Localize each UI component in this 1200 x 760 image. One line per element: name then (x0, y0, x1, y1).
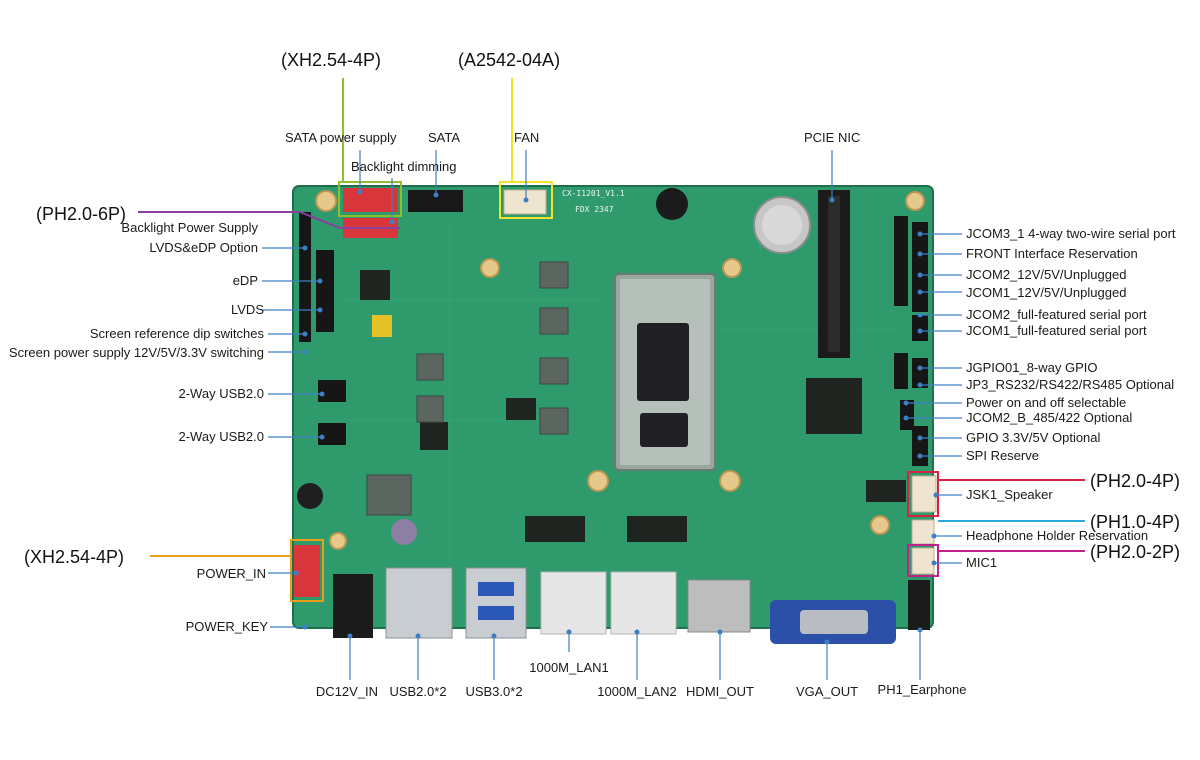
lan1-port (540, 571, 607, 635)
tag-fan: (A2542-04A) (458, 50, 560, 70)
capacitor-black (297, 483, 323, 509)
label-backlight-dimming: Backlight dimming (351, 159, 457, 174)
mounting-holes (315, 190, 925, 550)
label-jcom2b: JCOM2_B_485/422 Optional (966, 410, 1132, 425)
label-jcom3: JCOM3_1 4-way two-wire serial port (966, 226, 1176, 241)
label-earphone: PH1_Earphone (878, 682, 967, 697)
label-jcom2-full: JCOM2_full-featured serial port (966, 307, 1147, 322)
label-power-sel: Power on and off selectable (966, 395, 1126, 410)
label-lan1: 1000M_LAN1 (529, 660, 609, 675)
lan2-port (610, 571, 677, 635)
label-edp: eDP (233, 273, 258, 288)
sata-connector (408, 190, 463, 212)
label-usb2: USB2.0*2 (389, 684, 446, 699)
ic-chips (360, 270, 906, 542)
dip-switch (372, 315, 392, 337)
leader-lines (262, 150, 962, 680)
label-screen-power: Screen power supply 12V/5V/3.3V switchin… (9, 345, 264, 360)
inductors (366, 261, 569, 516)
tag-highlights (290, 181, 939, 602)
buzzer (656, 188, 688, 220)
label-sata-power: SATA power supply (285, 130, 397, 145)
label-usb2-b: 2-Way USB2.0 (179, 429, 265, 444)
label-power-key: POWER_KEY (186, 619, 269, 634)
label-backlight-power: Backlight Power Supply (121, 220, 258, 235)
pcie-slot (818, 190, 850, 358)
label-jcom1-full: JCOM1_full-featured serial port (966, 323, 1147, 338)
sata-power-box (338, 181, 402, 217)
tag-headphone: (PH1.0-4P) (1090, 512, 1180, 532)
usb2-port (385, 567, 453, 639)
usb3-port (465, 567, 527, 639)
board-date-text: FDX 2347 (575, 205, 614, 214)
label-lvds: LVDS (231, 302, 264, 317)
mainboard: CX-I1201_V1.1 FDX 2347 (292, 185, 937, 644)
label-speaker: JSK1_Speaker (966, 487, 1053, 502)
label-lvds-edp: LVDS&eDP Option (149, 240, 258, 255)
label-jcom2-pwr: JCOM2_12V/5V/Unplugged (966, 267, 1126, 282)
rear-io (333, 567, 930, 644)
label-vga: VGA_OUT (796, 684, 858, 699)
label-screen-dip: Screen reference dip switches (90, 326, 265, 341)
rtc-battery (753, 196, 811, 254)
label-spi: SPI Reserve (966, 448, 1039, 463)
label-usb2-a: 2-Way USB2.0 (179, 386, 265, 401)
label-lan2: 1000M_LAN2 (597, 684, 677, 699)
dc-jack (333, 574, 373, 638)
hdmi-port (687, 579, 751, 633)
earphone-jack (908, 580, 930, 630)
power-in-box (290, 539, 324, 602)
cpu (614, 273, 716, 471)
tag-power-in: (XH2.54-4P) (24, 547, 124, 567)
label-fan: FAN (514, 130, 539, 145)
label-jgpio: JGPIO01_8-way GPIO (966, 360, 1098, 375)
board-model-text: CX-I1201_V1.1 (562, 189, 625, 198)
label-sata: SATA (428, 130, 460, 145)
label-dc-in: DC12V_IN (316, 684, 378, 699)
label-jp3: JP3_RS232/RS422/RS485 Optional (966, 377, 1174, 392)
label-jcom1-pwr: JCOM1_12V/5V/Unplugged (966, 285, 1126, 300)
capacitor-purple (391, 519, 417, 545)
label-front: FRONT Interface Reservation (966, 246, 1138, 261)
label-hdmi: HDMI_OUT (686, 684, 754, 699)
label-headphone: Headphone Holder Reservation (966, 528, 1148, 543)
red-connectors (294, 188, 398, 597)
tag-speaker: (PH2.0-4P) (1090, 471, 1180, 491)
tag-sata-power: (XH2.54-4P) (281, 50, 381, 70)
mic-box (907, 544, 939, 577)
tag-backlight-power: (PH2.0-6P) (36, 204, 126, 224)
label-gpio-v: GPIO 3.3V/5V Optional (966, 430, 1101, 445)
label-pcie-nic: PCIE NIC (804, 130, 860, 145)
label-mic: MIC1 (966, 555, 997, 570)
tag-mic: (PH2.0-2P) (1090, 542, 1180, 562)
tag-lines (138, 78, 1085, 557)
label-power-in: POWER_IN (197, 566, 266, 581)
label-usb3: USB3.0*2 (465, 684, 522, 699)
